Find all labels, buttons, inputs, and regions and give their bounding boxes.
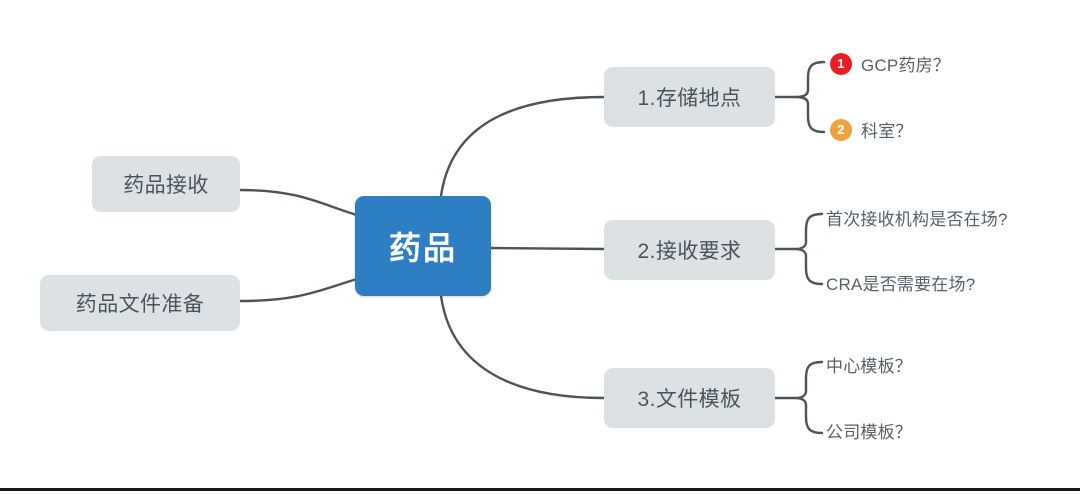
edge-left-1 [238,277,359,303]
bracket-1 [795,212,824,286]
edge-right-2 [439,294,606,400]
bracket-2 [795,360,824,435]
leaf-item[interactable]: 首次接收机构是否在场? [826,205,1008,230]
edge-right-0 [439,95,606,198]
left-branch-node-0[interactable]: 药品接收 [92,156,240,212]
right-branch-node-2[interactable]: 3.文件模板 [604,368,775,428]
leaf-item[interactable]: 中心模板？ [826,352,912,377]
leaf-item[interactable]: 公司模板？ [826,418,912,443]
leaf-label: 首次接收机构是否在场? [826,210,1008,229]
right-branch-node-0[interactable]: 1.存储地点 [604,67,775,127]
leaf-label: 科室？ [861,122,913,141]
leaf-item[interactable]: 1 GCP药房？ [830,51,950,76]
root-node[interactable]: 药品 [355,196,491,296]
bottom-divider [0,488,1080,491]
leaf-label: 公司模板？ [826,423,912,442]
bracket-0 [795,60,826,134]
right-branch-node-1[interactable]: 2.接收要求 [604,220,775,280]
edge-left-0 [238,188,359,217]
number-badge-icon: 1 [830,52,852,75]
leaf-item[interactable]: 2 科室？ [830,117,913,142]
leaf-label: GCP药房？ [861,56,951,75]
left-branch-node-1[interactable]: 药品文件准备 [40,275,240,331]
number-badge-icon: 2 [830,118,852,141]
leaf-label: CRA是否需要在场? [826,275,976,294]
leaf-label: 中心模板？ [826,357,912,376]
leaf-item[interactable]: CRA是否需要在场? [826,270,975,295]
edge-right-1 [489,246,606,251]
